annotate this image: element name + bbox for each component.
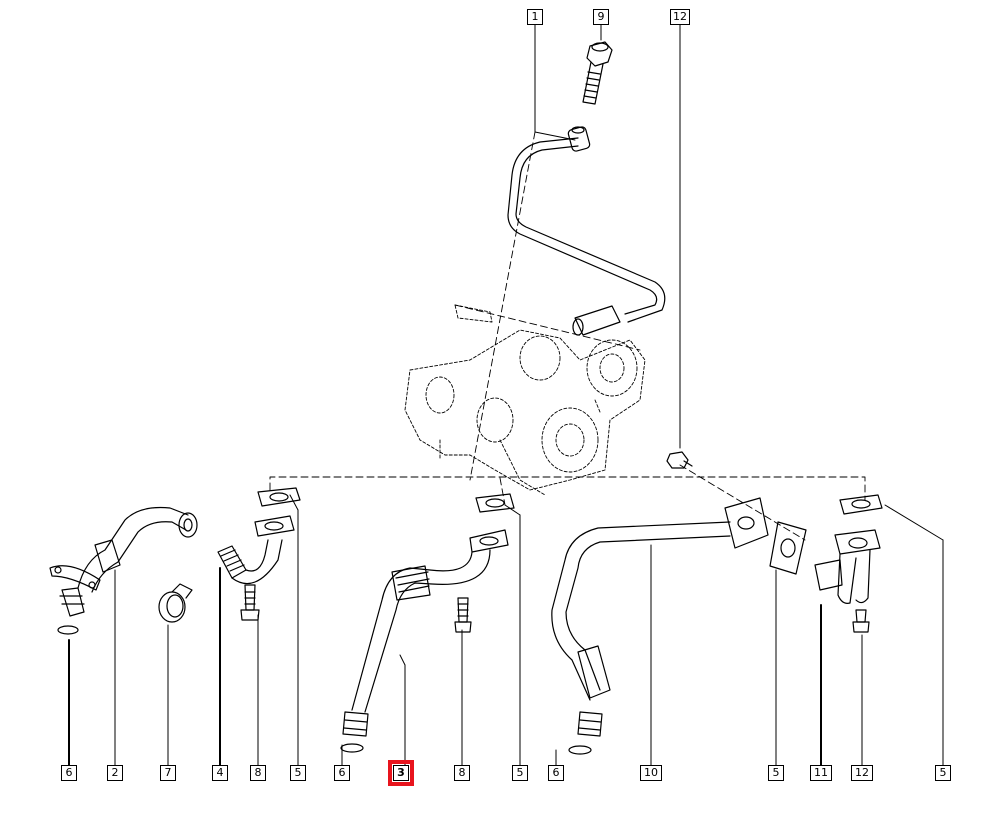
part-8-bolt-middle xyxy=(454,597,472,633)
part-11-flange-adapter xyxy=(814,529,881,604)
callout-10: 10 xyxy=(640,765,662,781)
part-5-gasket-right xyxy=(839,494,883,515)
callout-8-left: 8 xyxy=(250,765,266,781)
callout-6-left: 6 xyxy=(61,765,77,781)
callout-5-right-middle: 5 xyxy=(768,765,784,781)
callout-5-right: 5 xyxy=(935,765,951,781)
callout-7: 7 xyxy=(160,765,176,781)
callout-4: 4 xyxy=(212,765,228,781)
callout-1-top: 1 xyxy=(527,9,543,25)
callout-12-top: 12 xyxy=(670,9,690,25)
part-12-bolt-top xyxy=(666,451,693,469)
part-6-oring-left xyxy=(49,565,101,635)
part-8-bolt-left xyxy=(240,584,260,621)
callout-8-middle: 8 xyxy=(454,765,470,781)
part-5-gasket-left xyxy=(254,487,301,537)
part-2-return-pipe xyxy=(77,506,198,593)
part-5-gasket-right-middle xyxy=(769,521,807,575)
part-4-hose xyxy=(217,539,283,585)
callout-2: 2 xyxy=(107,765,123,781)
part-1-oil-feed-pipe xyxy=(507,126,666,336)
callout-5-left: 5 xyxy=(290,765,306,781)
callout-6-middle: 6 xyxy=(334,765,350,781)
callout-12-bottom: 12 xyxy=(851,765,873,781)
part-12-bolt-bottom xyxy=(852,609,870,633)
assembly-dash-lines xyxy=(269,131,866,541)
callout-11: 11 xyxy=(810,765,832,781)
part-9-banjo-bolt xyxy=(582,41,613,105)
callout-9-top: 9 xyxy=(593,9,609,25)
part-3-oil-return-pipe xyxy=(340,529,509,753)
callout-6-right: 6 xyxy=(548,765,564,781)
leader-lines xyxy=(68,24,944,766)
part-5-gasket-middle xyxy=(475,493,515,513)
turbocharger-assembly xyxy=(404,304,646,496)
part-7-clamp xyxy=(158,583,193,623)
callout-5-middle: 5 xyxy=(512,765,528,781)
part-10-return-pipe xyxy=(551,497,769,755)
callout-3-highlighted[interactable]: 3 xyxy=(388,760,414,786)
